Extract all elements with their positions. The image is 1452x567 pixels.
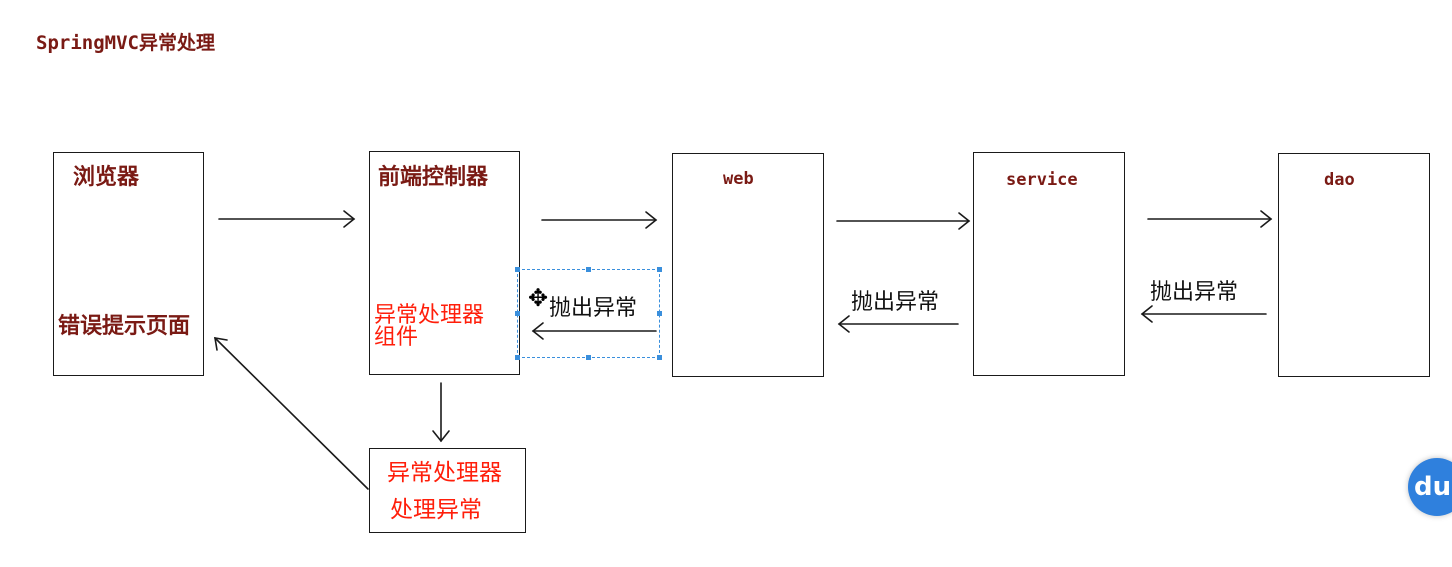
arrow-dao-to-service-throw (1140, 305, 1267, 323)
move-cursor-icon: ✥ (528, 284, 549, 312)
exception-component-line1: 异常处理器 (374, 303, 485, 328)
error-page-label: 错误提示页面 (58, 314, 191, 339)
arrow-controller-to-handler (432, 382, 450, 443)
throw-exception-label-service: 抛出异常 (851, 290, 940, 315)
selection-handle-tm[interactable] (586, 267, 591, 272)
selection-handle-mr[interactable] (657, 311, 662, 316)
throw-exception-label-web: 抛出异常 (549, 296, 638, 321)
arrow-browser-to-controller (218, 210, 356, 228)
arrow-controller-to-web (541, 211, 658, 229)
arrow-web-to-service (836, 212, 971, 230)
handler-line2: 处理异常 (390, 497, 482, 523)
selection-handle-bl[interactable] (515, 355, 520, 360)
web-title: web (723, 169, 754, 189)
selection-handle-tl[interactable] (515, 267, 520, 272)
exception-handler-box[interactable] (369, 448, 526, 533)
selection-handle-bm[interactable] (586, 355, 591, 360)
service-title: service (1006, 170, 1078, 190)
arrow-service-to-web-throw (837, 315, 959, 333)
service-box[interactable] (973, 152, 1125, 376)
front-controller-title: 前端控制器 (378, 165, 489, 190)
web-box[interactable] (672, 153, 824, 377)
du-logo-icon[interactable]: du (1408, 458, 1452, 516)
page-title: SpringMVC异常处理 (36, 32, 215, 54)
selection-handle-br[interactable] (657, 355, 662, 360)
arrow-handler-to-browser (214, 337, 369, 490)
arrow-service-to-dao (1147, 210, 1273, 228)
browser-box[interactable] (53, 152, 204, 376)
selection-handle-ml[interactable] (515, 311, 520, 316)
throw-exception-label-dao: 抛出异常 (1150, 280, 1239, 305)
selection-handle-tr[interactable] (657, 267, 662, 272)
dao-title: dao (1324, 170, 1355, 190)
selection-box[interactable] (517, 269, 660, 358)
browser-title: 浏览器 (73, 165, 140, 190)
front-controller-box[interactable] (369, 151, 520, 375)
exception-component-line2: 组件 (374, 325, 419, 350)
dao-box[interactable] (1278, 153, 1430, 377)
handler-line1: 异常处理器 (387, 460, 502, 486)
